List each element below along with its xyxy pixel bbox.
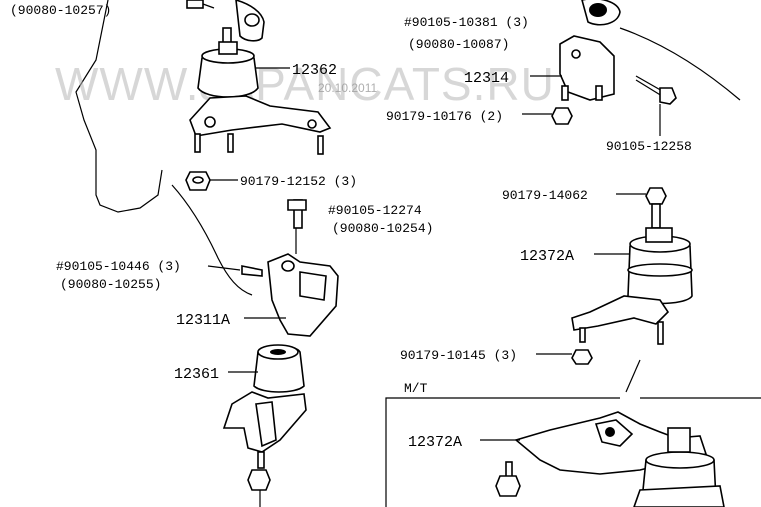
nut-90179-12152 <box>185 171 211 191</box>
leader-mt-box <box>625 359 641 393</box>
mt-inset-box <box>385 397 761 507</box>
label-mt: M/T <box>404 381 428 396</box>
bracket-12314 <box>559 0 621 101</box>
label-90105-12274: #90105-12274 <box>328 203 422 218</box>
transmission-outline <box>75 0 163 213</box>
watermark-text: WWW.JAPANCATS.RU <box>55 58 555 110</box>
label-90105-12258: 90105-12258 <box>606 139 692 154</box>
label-12314: 12314 <box>464 70 509 87</box>
leader-90105-10446 <box>207 265 241 271</box>
bolt-90105-12258 <box>635 75 677 105</box>
transmission-curve <box>171 184 253 296</box>
label-12372A: 12372A <box>520 248 574 265</box>
label-90080-10254: (90080-10254) <box>332 221 433 236</box>
nut-90179-10176 <box>551 107 573 125</box>
label-90080-10087: (90080-10087) <box>408 37 509 52</box>
bracket-12311A <box>241 199 339 337</box>
label-12311A: 12311A <box>176 312 230 329</box>
watermark-date: 20.10.2011 <box>318 81 377 95</box>
label-12372A-mt: 12372A <box>408 434 462 451</box>
label-90179-12152: 90179-12152 (3) <box>240 174 357 189</box>
label-90105-10381: #90105-10381 (3) <box>404 15 529 30</box>
label-12362: 12362 <box>292 62 337 79</box>
label-90179-14062: 90179-14062 <box>502 188 588 203</box>
label-12361: 12361 <box>174 366 219 383</box>
label-90105-10446: #90105-10446 (3) <box>56 259 181 274</box>
engine-mount-12361 <box>222 344 307 507</box>
label-90179-10145: 90179-10145 (3) <box>400 348 517 363</box>
leader-upper-right <box>619 27 741 101</box>
engine-mount-12372A <box>571 187 693 365</box>
label-90179-10176: 90179-10176 (2) <box>386 109 503 124</box>
engine-mount-12362 <box>186 0 332 155</box>
label-90080-10257: (90080-10257) <box>10 3 111 18</box>
label-90080-10255: (90080-10255) <box>60 277 161 292</box>
